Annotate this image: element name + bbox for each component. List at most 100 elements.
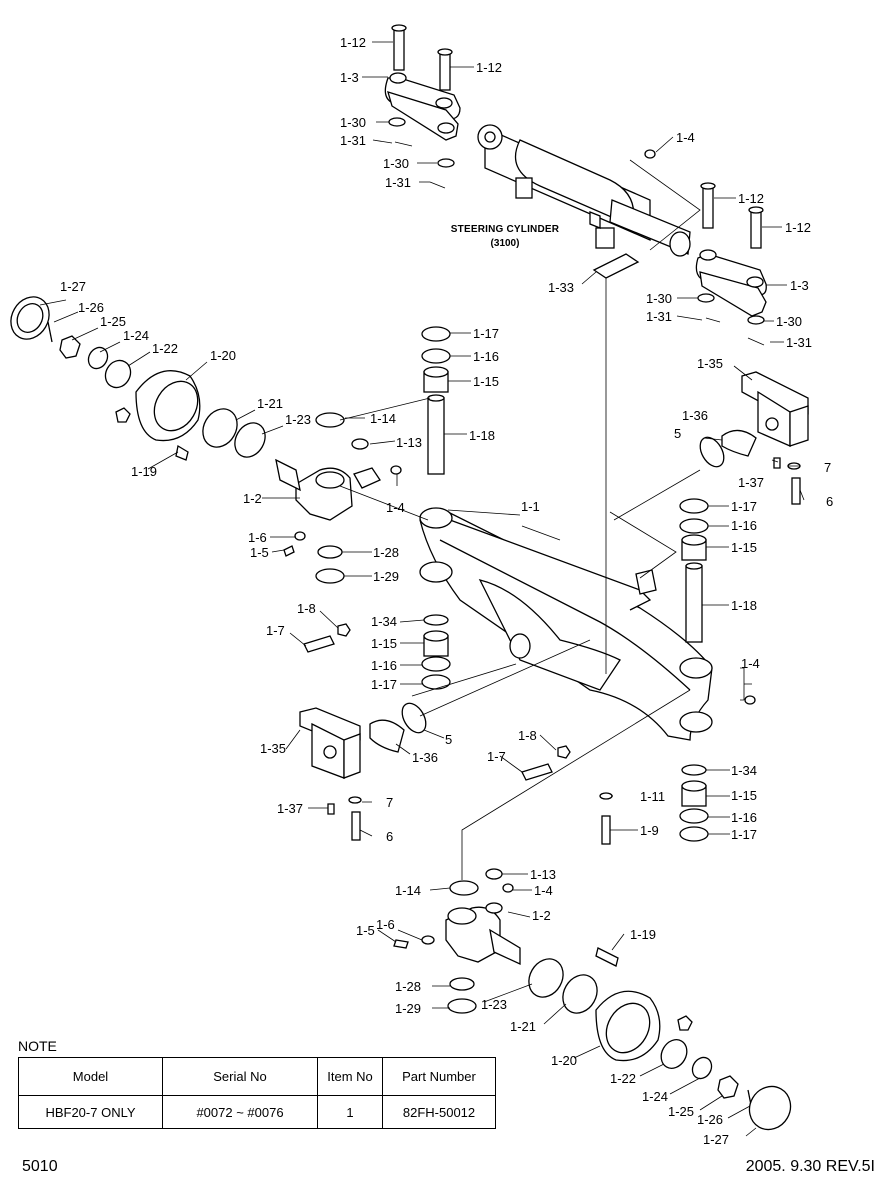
callout-label: 1-5 [250, 545, 269, 560]
callout-label: 1-28 [373, 545, 400, 560]
steering-knuckle-upper-left [275, 412, 381, 584]
tie-rod-link-upper-left [384, 24, 461, 189]
callout-label: 5 [445, 732, 453, 747]
callout-label: 7 [386, 795, 394, 810]
cylinder-title: STEERING CYLINDER [450, 224, 560, 235]
cell-part-number: 82FH-50012 [382, 1095, 496, 1129]
callout-label: 1-12 [476, 60, 503, 75]
callout-label: 1-6 [376, 917, 395, 932]
callout-label: 1-35 [697, 356, 724, 371]
callout-label: 1-9 [640, 823, 659, 838]
callout-label: 1-17 [731, 499, 758, 514]
callout-label: 1-7 [487, 749, 506, 764]
callout-label: 1-8 [297, 601, 316, 616]
callout-label: 1-27 [60, 279, 87, 294]
cylinder-code: (3100) [490, 238, 520, 249]
callout-label: 1-12 [738, 191, 765, 206]
callout-label: 1-15 [731, 540, 758, 555]
callout-label: 1-25 [668, 1104, 695, 1119]
callout-label: 1-17 [473, 326, 500, 341]
callout-label: 1-34 [731, 763, 758, 778]
callout-label: 1-3 [340, 70, 359, 85]
table-row: HBF20-7 ONLY #0072 ~ #0076 1 82FH-50012 [18, 1095, 496, 1129]
callout-label: 1-16 [731, 518, 758, 533]
leader-lines [39, 41, 805, 1137]
callout-label: 1-29 [373, 569, 400, 584]
callout-label: 1-11 [640, 789, 666, 804]
callout-label: 1-17 [371, 677, 398, 692]
callout-label: 7 [824, 460, 832, 475]
callout-label: 1-25 [100, 314, 127, 329]
column-header-serial-no: Serial No [162, 1057, 318, 1096]
cell-serial-no: #0072 ~ #0076 [162, 1095, 318, 1129]
callout-label: 1-15 [473, 374, 500, 389]
callout-label: 1-26 [78, 300, 105, 315]
callout-label: 1-13 [396, 435, 423, 450]
wheel-hub-lower-right [528, 947, 792, 1131]
callout-label: 1-28 [395, 979, 422, 994]
callout-label: 1-16 [473, 349, 500, 364]
revision-date: 2005. 9.30 REV.5I [745, 1158, 875, 1175]
callout-label: 1-36 [412, 750, 439, 765]
wheel-hub-upper-left [10, 296, 266, 461]
callout-label: 1-27 [703, 1132, 730, 1147]
hardware-fasteners [283, 457, 801, 893]
callout-label: 1-36 [682, 408, 709, 423]
callout-label: 1-37 [738, 475, 765, 490]
callout-label: 1-7 [266, 623, 285, 638]
callout-label: 1-13 [530, 867, 557, 882]
callout-label: 1-1 [521, 499, 540, 514]
callout-label: 1-37 [277, 801, 304, 816]
steering-knuckle-lower-right [393, 868, 521, 1014]
cell-item-no: 1 [317, 1095, 383, 1129]
callout-label: 1-21 [510, 1019, 537, 1034]
callout-label: 1-35 [260, 741, 287, 756]
callout-label: 1-22 [152, 341, 179, 356]
gasket-1-33 [592, 253, 640, 279]
callout-label: 1-23 [285, 412, 312, 427]
bushing-stack-left-lower [421, 614, 451, 690]
steering-cylinder [477, 124, 691, 257]
callout-label: 1-5 [356, 923, 375, 938]
callout-label: 1-4 [676, 130, 695, 145]
callout-label: 1-14 [395, 883, 422, 898]
callout-label: 1-3 [790, 278, 809, 293]
cell-model: HBF20-7 ONLY [18, 1095, 163, 1129]
callout-label: 1-30 [340, 115, 367, 130]
callout-label: 1-29 [395, 1001, 422, 1016]
callout-label: 1-31 [786, 335, 813, 350]
mounting-bracket-left [299, 702, 427, 779]
callout-label: 1-30 [776, 314, 803, 329]
page-number: 5010 [22, 1158, 58, 1175]
callout-label: 1-34 [371, 614, 398, 629]
callout-label: 1-2 [243, 491, 262, 506]
callout-label: 1-8 [518, 728, 537, 743]
callout-label: 1-30 [646, 291, 673, 306]
column-header-item-no: Item No [317, 1057, 383, 1096]
king-pin-stack-right [679, 498, 709, 842]
callout-label: 1-23 [481, 997, 508, 1012]
callout-label: 1-21 [257, 396, 284, 411]
callout-label: 5 [674, 426, 682, 441]
callout-label: 1-20 [210, 348, 237, 363]
callout-label: 1-20 [551, 1053, 578, 1068]
callout-label: 1-31 [646, 309, 673, 324]
callout-label: 1-18 [469, 428, 496, 443]
callout-label: 1-31 [385, 175, 412, 190]
callout-label: 6 [386, 829, 394, 844]
column-header-model: Model [18, 1057, 163, 1096]
note-table-header: Model Serial No Item No Part Number [18, 1057, 496, 1096]
callout-label: 1-4 [386, 500, 405, 515]
callout-label: 1-15 [731, 788, 758, 803]
callout-label: 1-16 [731, 810, 758, 825]
callout-label: 6 [826, 494, 834, 509]
callout-label: 1-12 [340, 35, 367, 50]
callout-label: 1-24 [123, 328, 150, 343]
note-title: NOTE [18, 1038, 57, 1054]
callout-label: 1-19 [131, 464, 158, 479]
callout-label: 1-33 [548, 280, 575, 295]
callout-label: 1-24 [642, 1089, 669, 1104]
column-header-part-number: Part Number [382, 1057, 496, 1096]
tie-rod-link-right [695, 182, 767, 346]
